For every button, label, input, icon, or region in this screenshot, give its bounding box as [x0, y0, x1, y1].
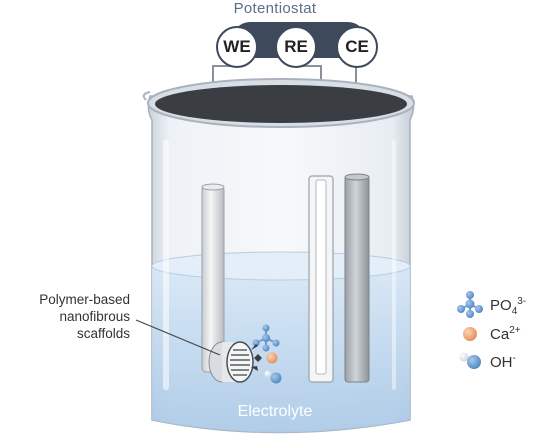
scaffold-face	[226, 341, 254, 383]
calcium-ion-icon	[463, 327, 477, 341]
reference-electrode	[308, 175, 334, 383]
working-electrode	[201, 183, 225, 373]
legend-calcium-base: Ca	[490, 326, 510, 343]
hydroxide-ion-icon	[459, 352, 481, 369]
calcium-ion	[266, 352, 278, 364]
scaffold	[208, 341, 254, 383]
electrode-ce-label: CE	[336, 26, 378, 68]
legend-hydroxide-base: OH	[490, 354, 513, 371]
scaffold-label-line-1: Polymer-based	[39, 292, 130, 307]
beaker-opening	[155, 85, 407, 123]
scaffold-pointer-line	[135, 319, 221, 356]
legend-phosphate-sup: 3-	[517, 296, 527, 307]
legend-phosphate-sub: 4	[511, 306, 518, 317]
electrode-re-label: RE	[275, 26, 317, 68]
counter-electrode	[344, 173, 370, 383]
ion-arrows	[251, 344, 262, 371]
glass-highlight-right	[392, 140, 396, 390]
legend-hydroxide-sup: -	[512, 353, 516, 364]
potentiostat-title: Potentiostat	[233, 0, 317, 17]
phosphate-ion	[252, 324, 280, 352]
legend-hydroxide: OH-	[490, 353, 516, 371]
legend-phosphate-base: PO	[490, 297, 512, 314]
ce-rod	[344, 175, 370, 383]
beaker-spout	[142, 91, 151, 101]
legend-icons	[457, 291, 483, 369]
scaffold-label-line-2: nanofibrous	[59, 309, 130, 324]
phosphate-ion-icon	[457, 291, 483, 318]
liquid-surface	[151, 251, 411, 281]
electrode-we-label: WE	[216, 26, 258, 68]
glass-highlight	[163, 140, 169, 390]
legend-phosphate: PO43-	[490, 296, 526, 317]
scaffold-label: Polymer-based nanofibrous scaffolds	[0, 291, 130, 342]
hydroxide-ion	[264, 370, 282, 384]
legend-calcium-sup: 2+	[509, 325, 521, 336]
ions-near-scaffold	[251, 324, 282, 384]
legend-calcium: Ca2+	[490, 325, 521, 343]
electrolyte-label: Electrolyte	[237, 403, 313, 420]
scaffold-label-line-3: scaffolds	[76, 326, 130, 341]
